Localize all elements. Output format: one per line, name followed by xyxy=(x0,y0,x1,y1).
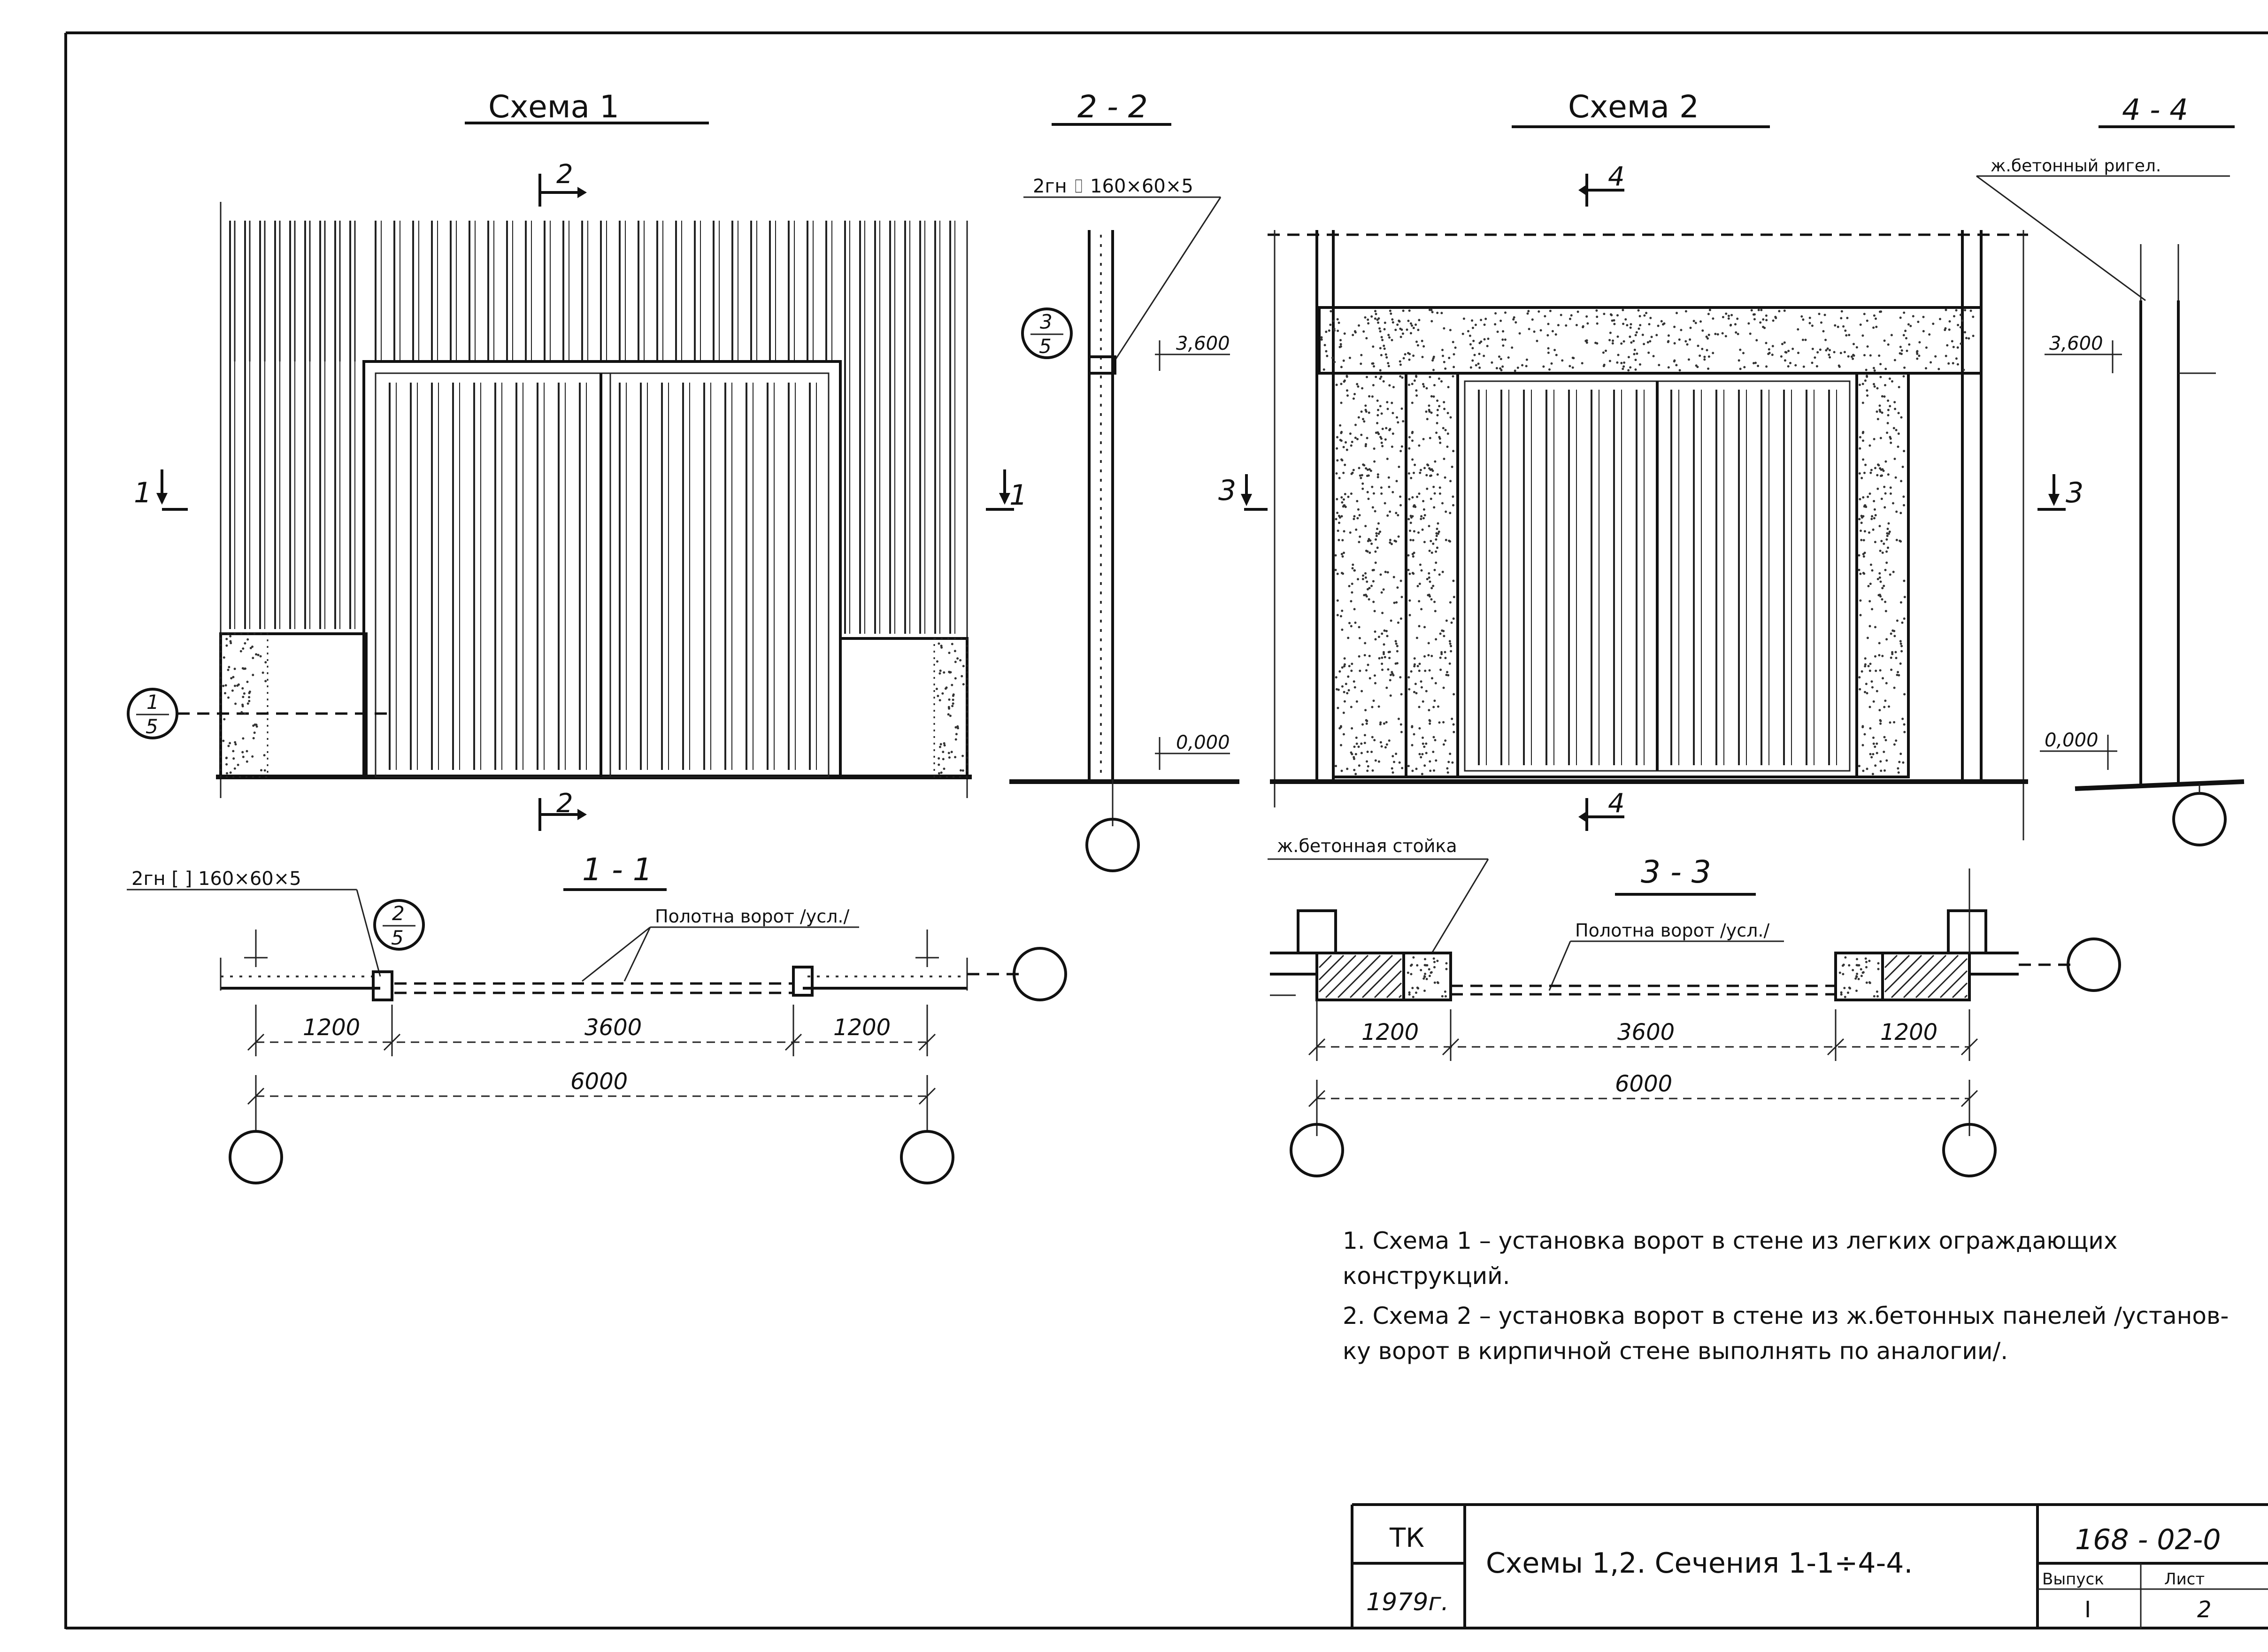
concrete-crossbar-label: ж.бетонный ригел. xyxy=(1991,156,2161,176)
title-block-sheet-value: 2 xyxy=(2197,1597,2212,1623)
cut-label-4-bottom: 4 xyxy=(1608,788,1625,819)
channel-label-1-1: 2гн [ ] 160×60×5 xyxy=(131,868,301,890)
cut-mark-2-bottom: 2 xyxy=(538,788,587,831)
ref-bubble-3-5: 3 5 xyxy=(1021,307,1073,359)
cut-label-2-bottom: 2 xyxy=(556,788,573,819)
concrete-post-label: ж.бетонная стойка xyxy=(1277,836,1457,856)
level-0000-4-4: 0,000 xyxy=(2040,730,2117,770)
cut-mark-1-left: 1 xyxy=(134,469,188,511)
ref-bubble-2-5: 2 5 xyxy=(373,899,425,951)
scheme-1-title: Схема 1 xyxy=(488,89,619,125)
gate-leaves-scheme-2 xyxy=(1478,390,1837,765)
note-line-1: 1. Схема 1 – установка ворот в стене из … xyxy=(1343,1227,2117,1254)
title-block: ТК 1979г. Схемы 1,2. Сечения 1-1÷4-4. 16… xyxy=(1351,1503,2268,1629)
cut-mark-3-left: 3 xyxy=(1218,474,1268,511)
dim-3600-3-3: 3600 xyxy=(1617,1019,1675,1045)
title-block-issue-label: Выпуск xyxy=(2042,1570,2104,1589)
axis-bubble-4-4 xyxy=(2172,792,2227,846)
cut-label-3-left: 3 xyxy=(1218,474,1236,507)
channel-label-2-2: 2гн ⌷ 160×60×5 xyxy=(1033,176,1193,197)
level-0000-2-2: 0,000 xyxy=(1155,732,1230,770)
cut-label-1-left: 1 xyxy=(134,476,152,509)
level-3600-4-4: 3,600 xyxy=(2045,333,2122,373)
light-panel-lines xyxy=(229,221,955,634)
axis-bubble-3-3-right xyxy=(2067,937,2121,992)
note-line-3: 2. Схема 2 – установка ворот в стене из … xyxy=(1343,1302,2229,1329)
cut-label-1-right: 1 xyxy=(1009,479,1027,512)
axis-bubble-1-1-right xyxy=(1013,947,1067,1001)
title-block-code: 168 - 02-0 xyxy=(2075,1523,2221,1556)
gate-leaves-label-1-1: Полотна ворот /усл./ xyxy=(655,906,849,927)
ref-1-5-bot: 5 xyxy=(146,715,158,738)
ref-bubble-1-5: 1 5 xyxy=(127,688,390,739)
gate-leaves-label-3-3: Полотна ворот /усл./ xyxy=(1575,920,1769,941)
cut-label-3-right: 3 xyxy=(2066,476,2083,509)
gate-leaves-scheme-1 xyxy=(389,383,817,770)
level-0000-label-2-2: 0,000 xyxy=(1176,732,1230,753)
cut-label-2-top: 2 xyxy=(556,159,573,190)
section-3-3: 3 - 3 ж.бетонная стойка Полотна ворот /у… xyxy=(1268,836,2121,1177)
dimension-chain-1-1: 1200 3600 1200 6000 xyxy=(247,1005,936,1131)
title-block-year: 1979г. xyxy=(1366,1588,1449,1616)
level-3600-label-4-4: 3,600 xyxy=(2049,333,2103,354)
scheme-2-title: Схема 2 xyxy=(1568,89,1699,125)
section-3-3-title: 3 - 3 xyxy=(1641,854,1711,890)
cut-mark-4-bottom: 4 xyxy=(1578,788,1625,831)
dim-6000-1-1: 6000 xyxy=(570,1068,628,1095)
title-block-issue-value: I xyxy=(2084,1597,2091,1623)
ref-2-5-bot: 5 xyxy=(391,926,404,949)
ref-2-5-top: 2 xyxy=(392,902,405,925)
axis-bubble-2-2 xyxy=(1085,818,1140,872)
scheme-1: Схема 1 2 1 xyxy=(127,89,1027,831)
crossbar-stipple xyxy=(1320,308,1975,372)
dim-6000-3-3: 6000 xyxy=(1615,1071,1672,1097)
title-block-title: Схемы 1,2. Сечения 1-1÷4-4. xyxy=(1486,1547,1913,1580)
post-hatch-right xyxy=(1838,954,1968,999)
dim-3600-1-1: 3600 xyxy=(584,1014,642,1041)
side-panel-stipple xyxy=(222,375,1906,776)
section-2-2: 2 - 2 2гн ⌷ 160×60×5 3 5 3,600 0,000 xyxy=(1009,89,1239,872)
axis-bubble-3-3-end xyxy=(1942,1123,1997,1177)
ref-1-5-top: 1 xyxy=(146,691,159,714)
section-1-1: 1 - 1 2гн [ ] 160×60×5 2 5 Полотна ворот… xyxy=(127,852,1067,1184)
sheet-frame xyxy=(64,31,2268,1629)
cut-mark-1-right: 1 xyxy=(986,469,1027,512)
dimension-chain-3-3: 1200 3600 1200 6000 xyxy=(1308,1009,1978,1136)
dim-1200-right-3-3: 1200 xyxy=(1880,1019,1937,1045)
section-4-4: 4 - 4 ж.бетонный ригел. 3,600 0,000 xyxy=(1976,92,2245,846)
axis-bubble-1-1-end xyxy=(900,1130,954,1184)
level-3600-2-2: 3,600 xyxy=(1155,333,1230,371)
axis-bubble-3-3-left xyxy=(1290,1123,1344,1177)
gate-frame-scheme-2 xyxy=(1456,372,1858,778)
cut-mark-4-top: 4 xyxy=(1578,161,1625,207)
level-3600-label-2-2: 3,600 xyxy=(1176,333,1230,354)
level-0000-label-4-4: 0,000 xyxy=(2045,730,2099,751)
dim-1200-right-1-1: 1200 xyxy=(833,1014,891,1041)
note-line-2: конструкций. xyxy=(1343,1262,1510,1290)
cut-mark-2-top: 2 xyxy=(538,159,587,207)
ref-3-5-bot: 5 xyxy=(1039,335,1052,358)
dim-1200-left-3-3: 1200 xyxy=(1361,1019,1419,1045)
section-1-1-title: 1 - 1 xyxy=(582,852,653,888)
dim-1200-left-1-1: 1200 xyxy=(303,1014,360,1041)
post-hatch-left xyxy=(1318,954,1448,999)
scheme-2: Схема 2 4 3 xyxy=(222,89,2083,840)
title-block-sheet-label: Лист xyxy=(2164,1570,2205,1589)
ref-3-5-top: 3 xyxy=(1040,310,1053,333)
section-2-2-title: 2 - 2 xyxy=(1077,89,1148,125)
general-notes: 1. Схема 1 – установка ворот в стене из … xyxy=(1343,1227,2229,1365)
cut-label-4-top: 4 xyxy=(1608,161,1625,192)
note-line-4: ку ворот в кирпичной стене выполнять по … xyxy=(1343,1337,2008,1365)
section-4-4-title: 4 - 4 xyxy=(2122,92,2188,127)
cut-mark-3-right: 3 xyxy=(2037,474,2083,511)
axis-bubble-1-1-left xyxy=(229,1130,283,1184)
title-block-org: ТК xyxy=(1389,1523,1424,1553)
